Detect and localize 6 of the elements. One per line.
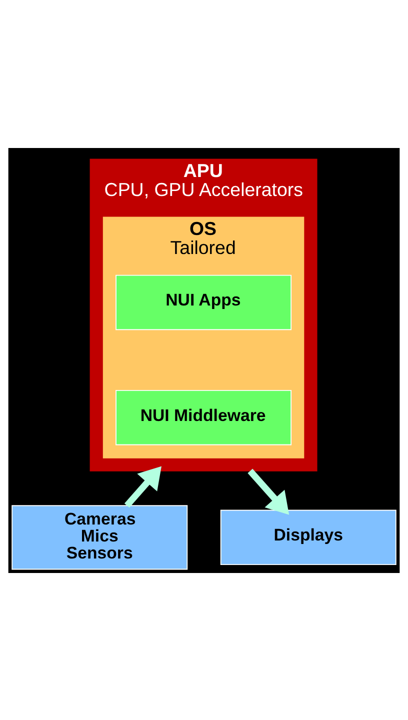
node-box: NUI Apps (116, 274, 292, 330)
node-box: NUI Middleware (116, 389, 292, 445)
arrow (248, 468, 290, 514)
arrow (124, 466, 162, 508)
node-box: Cameras Mics Sensors (12, 504, 188, 570)
node-box: Displays (220, 509, 396, 565)
